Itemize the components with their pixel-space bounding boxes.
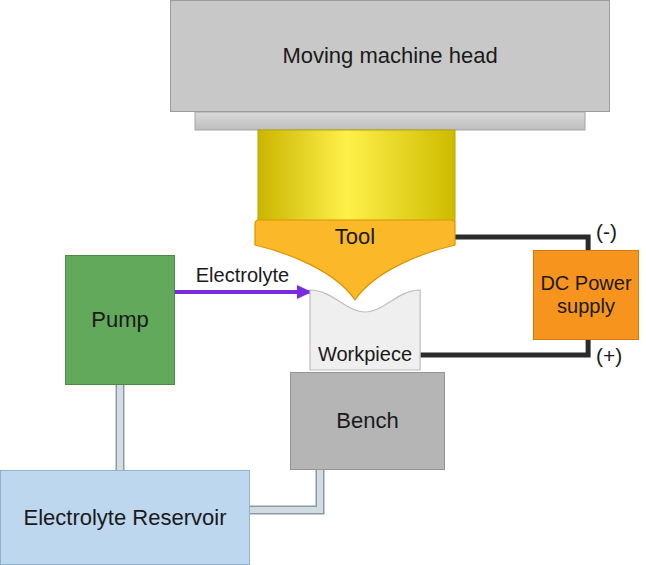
node-label: DC Power supply (534, 272, 638, 318)
wire-line (420, 340, 588, 355)
node-label: Pump (87, 307, 152, 332)
workpiece-shape (310, 290, 420, 370)
arrow-line (175, 290, 310, 294)
tool-electrode-shape (255, 220, 455, 300)
pipe-bore (117, 385, 123, 470)
tool-holder-cylinder (258, 130, 455, 222)
power-wire (420, 340, 588, 355)
pipe-wall (250, 470, 320, 510)
head-flange (195, 112, 585, 130)
workpiece: Workpiece (310, 290, 420, 370)
pipe-wall (116, 385, 125, 470)
flow-label: Electrolyte (196, 264, 289, 287)
power-supply-box: DC Power supply (533, 250, 639, 340)
node-label: Electrolyte Reservoir (20, 505, 231, 530)
node-label: Workpiece (314, 343, 416, 366)
pump-box: Pump (65, 255, 175, 385)
polarity-label: (+) (596, 344, 622, 368)
electrolyte-pipe (250, 470, 320, 510)
polarity-label: (-) (596, 220, 617, 244)
node-label: Bench (332, 408, 402, 433)
electrolyte-pipe (120, 385, 121, 470)
bench-box: Bench (290, 372, 445, 470)
node-label: Tool (331, 224, 379, 249)
node-label: Moving machine head (278, 43, 501, 68)
reservoir-box: Electrolyte Reservoir (0, 470, 250, 565)
pipe-bore (250, 470, 320, 510)
tool-electrode: Tool (255, 220, 455, 300)
machine-head: Moving machine head (170, 0, 610, 112)
flow-arrow (175, 292, 310, 293)
power-wire (455, 237, 588, 250)
wire-line (455, 237, 588, 250)
